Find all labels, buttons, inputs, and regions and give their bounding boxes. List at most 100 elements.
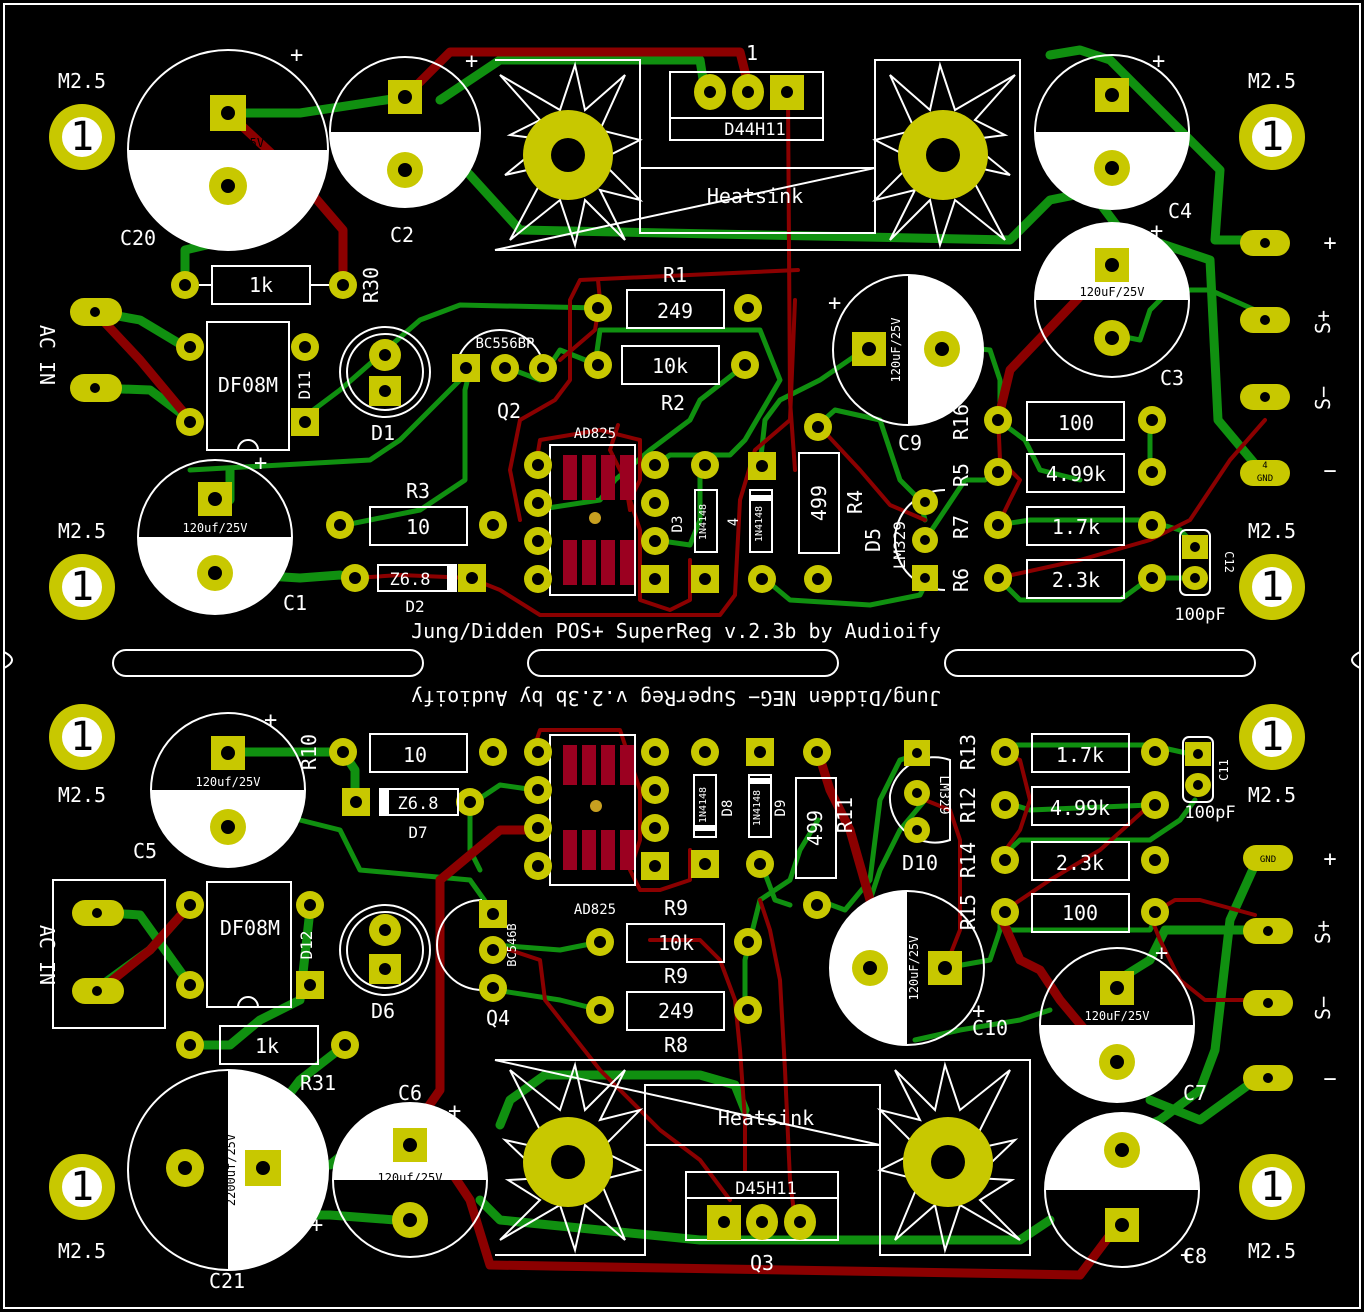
slot-right (944, 649, 1256, 677)
capacitor-c21: + 2200uf/25V C21 (127, 1069, 329, 1293)
ic-ad825-top: AD825 (524, 426, 669, 596)
svg-text:4.99k: 4.99k (1046, 462, 1106, 486)
svg-text:D7: D7 (408, 823, 427, 842)
svg-text:2: 2 (1262, 317, 1267, 327)
svg-text:Z6.8: Z6.8 (390, 570, 431, 590)
diode-d4: 1N4148 4 (726, 452, 776, 593)
svg-text:2: 2 (1265, 928, 1270, 938)
svg-text:S+: S+ (1311, 310, 1335, 334)
mounting-hole-tr: 1 M2.5 (1239, 69, 1305, 170)
svg-text:120uf/25V: 120uf/25V (182, 521, 247, 535)
svg-text:2200uf/25V: 2200uf/25V (224, 1134, 238, 1206)
svg-text:+: + (1152, 49, 1165, 74)
svg-text:249: 249 (658, 999, 694, 1023)
svg-text:R4: R4 (843, 490, 867, 514)
svg-text:120uF/25V: 120uF/25V (1079, 116, 1144, 130)
svg-text:1: 1 (70, 564, 94, 610)
svg-text:100: 100 (1058, 411, 1094, 435)
svg-text:R9: R9 (664, 896, 688, 920)
svg-text:D5: D5 (861, 528, 885, 552)
ac-in-connector-bottom (52, 879, 166, 1029)
svg-text:100pF: 100pF (1184, 803, 1235, 823)
resistor-r12: 4.99k R12 (956, 786, 1169, 826)
svg-text:+: + (254, 451, 267, 476)
svg-text:R11: R11 (833, 797, 857, 833)
svg-text:1.7k: 1.7k (1052, 515, 1100, 539)
svg-text:M2.5: M2.5 (1248, 69, 1296, 93)
mounting-hole-ml2: 1 M2.5 (49, 704, 115, 807)
svg-text:LM329: LM329 (936, 775, 951, 814)
heatsink-top: Heatsink (494, 59, 1021, 251)
svg-text:S+: S+ (1311, 920, 1335, 944)
svg-text:499: 499 (807, 485, 831, 521)
svg-text:BC546B: BC546B (505, 923, 519, 966)
diode-d9: 1N4148 D9 (746, 738, 789, 878)
svg-text:GND: GND (1257, 474, 1273, 484)
resistor-r2: 10k R2 (584, 345, 759, 415)
capacitor-c11: C11 100pF (1182, 736, 1236, 823)
neg-regulator-section: Jung/Didden NEG− SuperReg v.2.3b by Audi… (35, 686, 1337, 1293)
reference-d10: LM329 D10 (888, 740, 951, 875)
svg-text:C3: C3 (1160, 366, 1184, 390)
svg-text:DF08M: DF08M (220, 916, 280, 940)
mounting-hole-mr2: 1 M2.5 (1239, 704, 1305, 807)
svg-text:3: 3 (1265, 1000, 1270, 1010)
svg-text:BC556BP: BC556BP (475, 336, 534, 352)
output-terminals-bottom: GND 2 3 4 + S+ S− − (1243, 845, 1337, 1092)
board-outline (3, 3, 1361, 1309)
svg-text:+: + (972, 999, 985, 1024)
svg-text:R12: R12 (956, 787, 980, 823)
svg-text:Q3: Q3 (750, 1251, 774, 1275)
svg-text:+: + (828, 291, 841, 316)
svg-text:C2: C2 (390, 223, 414, 247)
svg-text:120uF/25V: 120uF/25V (889, 317, 903, 382)
svg-text:S−: S− (1311, 996, 1335, 1020)
transistor-q2: BC556BP Q2 (452, 329, 557, 423)
svg-text:1: 1 (746, 41, 758, 65)
capacitor-c5: + 120uf/25V C5 (133, 708, 306, 868)
svg-text:Q2: Q2 (497, 399, 521, 423)
pos-regulator-section: AC IN + 2200uf/25V C20 + 120uf/25V C2 (35, 41, 1337, 643)
svg-text:LM329: LM329 (890, 521, 909, 569)
ic-ad825-bottom: AD825 (524, 734, 669, 918)
svg-text:Z6.8: Z6.8 (398, 794, 439, 814)
resistor-r11: 499 R11 (795, 738, 857, 919)
svg-text:R1: R1 (663, 263, 687, 287)
zener-d7: Z6.8 D7 (342, 788, 484, 842)
capacitor-c9: + 120uF/25V C9 (828, 274, 984, 455)
slot-left (112, 649, 424, 677)
mounting-hole-ml: 1 M2.5 (49, 519, 115, 620)
svg-text:R3: R3 (406, 479, 430, 503)
transistor-q3: D45H11 Q3 (685, 1171, 839, 1275)
svg-text:D2: D2 (405, 597, 424, 616)
transistor-q1: 1 D44H11 (669, 41, 824, 141)
svg-text:R6: R6 (949, 568, 973, 592)
resistor-r13: 1.7k R13 (956, 733, 1169, 773)
transistor-q4: BC546B Q4 (436, 899, 519, 1030)
svg-text:−: − (1323, 1067, 1336, 1092)
svg-text:R5: R5 (949, 463, 973, 487)
mounting-hole-br: 1 M2.5 (1239, 1154, 1305, 1263)
resistor-r1: 249 R1 (584, 263, 762, 329)
output-terminals-top: 1 2 3 4 GND + S+ S− − (1240, 230, 1337, 486)
svg-text:R13: R13 (956, 734, 980, 770)
capacitor-c12: C12 100pF (1174, 529, 1236, 625)
svg-text:M2.5: M2.5 (58, 69, 106, 93)
capacitor-c4: + 120uF/25V C4 (1034, 49, 1192, 223)
svg-text:D45H11: D45H11 (735, 1179, 796, 1199)
led-d6: D6 (339, 904, 431, 1023)
svg-text:D12: D12 (297, 931, 316, 960)
svg-text:120uf/25V: 120uf/25V (195, 775, 260, 789)
svg-text:4: 4 (1265, 1075, 1270, 1085)
svg-text:R31: R31 (300, 1071, 336, 1095)
svg-text:C9: C9 (898, 431, 922, 455)
ac-in-label: AC IN (35, 325, 59, 385)
svg-text:100pF: 100pF (1174, 605, 1225, 625)
svg-text:D10: D10 (902, 851, 938, 875)
svg-text:1: 1 (70, 114, 94, 160)
svg-text:D44H11: D44H11 (724, 120, 785, 140)
bridge-rectifier-bottom: DF08M D12 (176, 881, 324, 1008)
mounting-hole-tl: 1 M2.5 (49, 69, 115, 170)
reference-d5: LM329 D5 (861, 489, 946, 591)
svg-text:D6: D6 (371, 999, 395, 1023)
